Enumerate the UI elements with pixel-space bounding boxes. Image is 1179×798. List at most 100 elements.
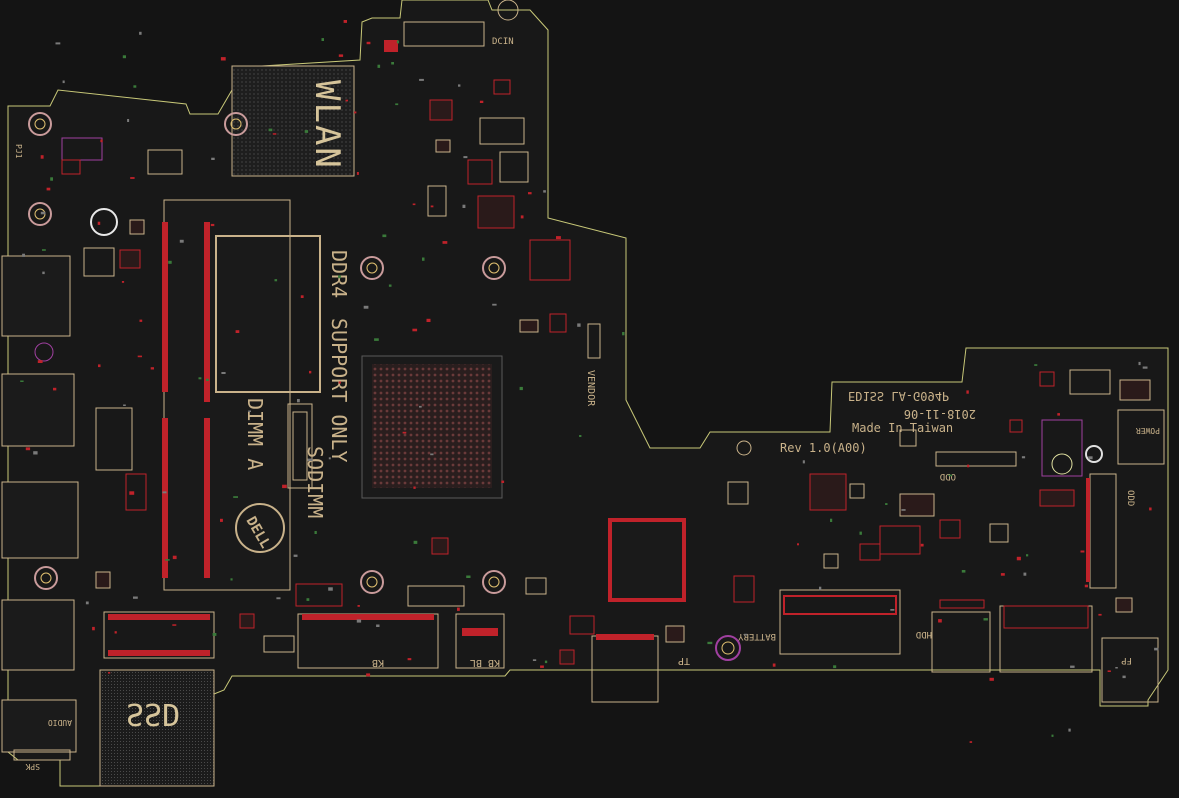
smd-pad [129, 491, 135, 495]
smd-pad [139, 319, 143, 322]
smd-pad [304, 130, 309, 133]
smd-component [727, 481, 749, 505]
smd-component [435, 139, 451, 153]
smd-pad [1084, 584, 1088, 588]
smd-pad [172, 624, 177, 626]
smd-pad [85, 601, 89, 605]
smd-component [429, 99, 453, 121]
smd-pad [306, 598, 310, 601]
smd-component [899, 429, 917, 447]
kb-label: KB [372, 657, 384, 668]
smd-pad [40, 155, 44, 159]
smd-pad [338, 275, 341, 279]
smd-component [119, 249, 141, 269]
smd-pad [100, 139, 103, 143]
ssd-label: SSD [126, 696, 180, 731]
smd-pad [492, 303, 497, 306]
sodimm-pins-left-bottom [162, 418, 168, 578]
smd-pad [220, 57, 226, 61]
smd-pad [92, 626, 95, 631]
smd-pad [40, 211, 46, 215]
smd-pad [354, 111, 357, 114]
fp-connector [1101, 637, 1159, 703]
smd-pad [1142, 366, 1148, 369]
smd-component [1039, 489, 1075, 507]
battery-connector [779, 589, 901, 655]
smd-pad [577, 323, 581, 327]
mounting-holes [28, 112, 1103, 661]
audio-jack [1, 699, 77, 753]
smd-component [525, 577, 547, 595]
smd-pad [426, 318, 431, 322]
smd-pad [139, 31, 142, 35]
smd-component [569, 615, 595, 635]
smd-pad [230, 578, 233, 581]
smd-component [939, 519, 961, 539]
ssd-pins-bottom [108, 650, 210, 656]
smd-pad [1068, 728, 1071, 732]
dcin-pad [384, 40, 398, 52]
pj-part [61, 137, 103, 161]
hdd-data-pins [1003, 605, 1089, 629]
sodimm-support-label: SUPPORT ONLY [327, 318, 351, 463]
odd-flex [935, 451, 1017, 467]
smd-pad [422, 257, 425, 261]
smd-pad [412, 328, 418, 332]
smd-pad [430, 453, 434, 456]
smd-pad [321, 38, 324, 41]
power-button [1117, 409, 1165, 465]
smd-pad [528, 192, 532, 195]
usb-port-3 [1, 599, 75, 671]
model-line-3: Made In Taiwan [852, 421, 953, 435]
standoff [90, 208, 118, 236]
smd-pad [1021, 456, 1026, 459]
smd-pad [430, 205, 434, 208]
kb-pins [302, 614, 434, 620]
smd-pad [162, 491, 167, 494]
smd-pad [479, 100, 484, 103]
smd-pad [797, 543, 799, 546]
hdd-connector [931, 611, 991, 673]
smd-pad [248, 410, 251, 412]
smd-component [95, 407, 133, 471]
smd-pad [272, 133, 277, 135]
smd-component [529, 239, 571, 281]
smd-pad [543, 190, 546, 193]
smd-pad [413, 540, 418, 544]
smd-pad [42, 249, 46, 251]
rohs-mark [736, 440, 752, 456]
smd-pad [1115, 667, 1118, 669]
smd-pad [108, 672, 111, 674]
ssd-pins-top [108, 614, 210, 620]
smd-pad [967, 464, 970, 468]
smd-pad [127, 119, 130, 122]
smd-pad [532, 659, 537, 661]
smd-pad [544, 660, 548, 664]
spk-label: SPK [25, 762, 40, 771]
smd-component [879, 525, 921, 555]
model-line-1: ED1SS LA-G094P [848, 389, 949, 403]
smd-component [493, 79, 511, 95]
smd-pad [274, 279, 278, 282]
smd-pad [859, 531, 862, 535]
smd-component [477, 195, 515, 229]
vendor-box [587, 323, 601, 359]
battery-pins [783, 595, 897, 615]
smd-component [1039, 371, 1055, 387]
smd-pad [366, 41, 371, 45]
smd-pad [33, 451, 38, 455]
smd-pad [1098, 613, 1102, 616]
smd-pad [42, 271, 45, 275]
dcin-label: DCIN [492, 37, 514, 47]
smd-pad [457, 607, 460, 611]
smd-pad [1016, 556, 1021, 561]
smd-component [549, 313, 567, 333]
smd-pad [556, 236, 561, 240]
hdmi-port [1, 481, 79, 559]
smd-component [83, 247, 115, 277]
smd-pad [969, 741, 973, 743]
smd-pad [466, 575, 471, 578]
smd-pad [121, 281, 125, 283]
smd-pad [363, 305, 369, 309]
